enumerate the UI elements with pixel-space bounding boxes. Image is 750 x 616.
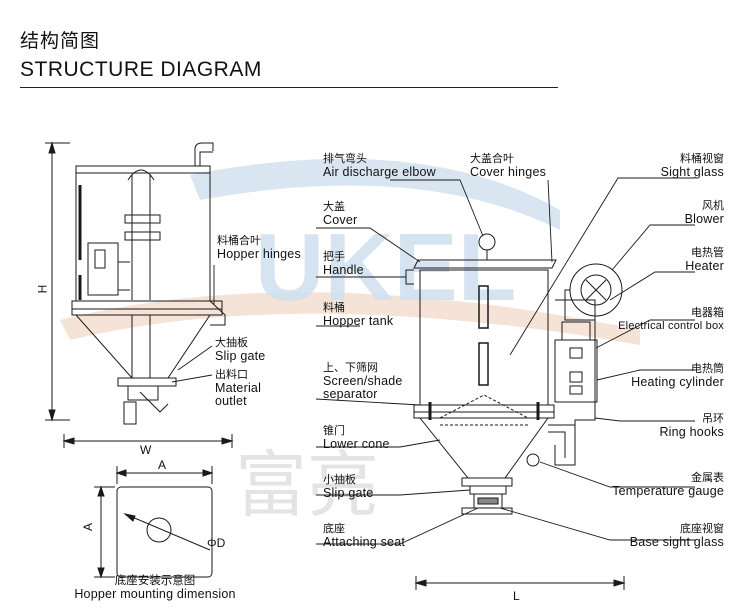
label-slip-gate-big: 大抽板 Slip gate (215, 337, 266, 363)
label-sight-glass: 料桶视窗 Sight glass (660, 153, 724, 179)
label-handle: 把手 Handle (323, 251, 364, 277)
label-attaching-seat: 底座 Attaching seat (323, 523, 406, 549)
label-lower-cone: 锥门 Lower cone (323, 425, 390, 451)
label-hopper-tank: 料桶 Hopper tank (323, 302, 394, 328)
label-cover-hinges: 大盖合叶 Cover hinges (470, 153, 547, 179)
label-ring-hooks: 吊环 Ring hooks (659, 413, 724, 439)
dim-d-label: ΦD (207, 536, 226, 550)
dim-a-left-label: A (81, 522, 96, 532)
dim-w-label: W (140, 443, 152, 457)
label-heater: 电热管 Heater (685, 247, 724, 273)
label-cover: 大盖 Cover (323, 201, 358, 227)
header-rule (20, 87, 558, 88)
watermark: UKEL 富亮 (60, 158, 640, 527)
dim-h-label: H (35, 284, 50, 294)
title-chinese: 结构简图 (20, 31, 101, 52)
height-dimension (45, 141, 70, 422)
label-material-outlet: 出料口 Material outlet (215, 369, 262, 408)
width-dimension (62, 434, 234, 448)
mounting-caption: 底座安装示意图 Hopper mounting dimension (74, 575, 236, 601)
label-heating-cylinder: 电热筒 Heating cylinder (631, 363, 724, 389)
label-temperature-gauge: 金属表 Temperature gauge (612, 472, 724, 498)
watermark-cn: 富亮 (235, 443, 379, 527)
leader-lines (171, 177, 695, 545)
label-base-sight-glass: 底座视窗 Base sight glass (629, 523, 724, 549)
mounting-plate (94, 466, 214, 579)
right-dryer-view (405, 233, 626, 590)
left-dryer-view (71, 142, 226, 425)
label-blower: 风机 Blower (684, 200, 724, 226)
dim-l-label: L (513, 589, 520, 603)
label-slip-gate-small: 小抽板 Slip gate (323, 474, 374, 500)
label-control-box: 电器箱 Electrical control box (618, 307, 724, 332)
label-screen-separator: 上、下筛网 Screen/shade separator (323, 362, 403, 401)
dim-a-top-label: A (158, 458, 167, 472)
title-english: STRUCTURE DIAGRAM (20, 58, 262, 81)
watermark-swoosh-blue (190, 158, 560, 230)
label-air-discharge: 排气弯头 Air discharge elbow (323, 153, 436, 179)
label-hopper-hinges: 料桶合叶 Hopper hinges (217, 235, 301, 261)
watermark-swoosh-red (60, 292, 640, 345)
